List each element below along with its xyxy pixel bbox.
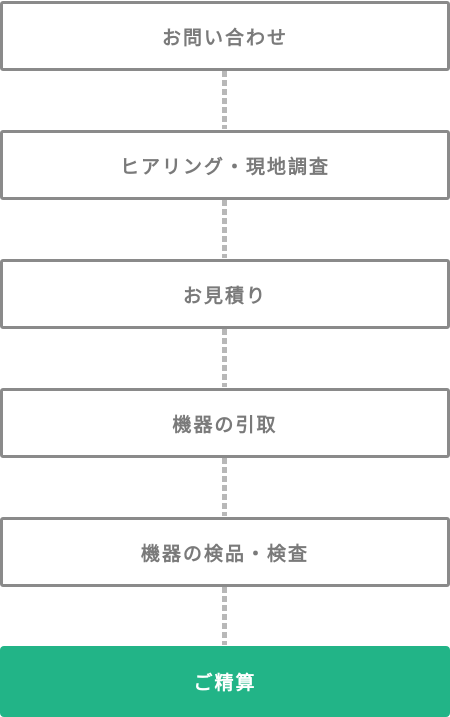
step-inspection: 機器の検品・検査 bbox=[0, 517, 450, 587]
step-connector bbox=[222, 200, 227, 258]
step-label: 機器の検品・検査 bbox=[140, 542, 309, 565]
step-label: お問い合わせ bbox=[161, 26, 288, 49]
step-label: ヒアリング・現地調査 bbox=[119, 155, 330, 178]
step-connector bbox=[222, 71, 227, 129]
step-settlement: ご精算 bbox=[0, 646, 450, 717]
step-label: ご精算 bbox=[193, 672, 257, 694]
step-equipment-pickup: 機器の引取 bbox=[0, 388, 450, 458]
step-hearing-survey: ヒアリング・現地調査 bbox=[0, 130, 450, 200]
step-connector bbox=[222, 329, 227, 387]
step-connector bbox=[222, 458, 227, 516]
step-estimate: お見積り bbox=[0, 259, 450, 329]
step-label: お見積り bbox=[182, 284, 267, 307]
step-label: 機器の引取 bbox=[172, 413, 278, 436]
step-inquiry: お問い合わせ bbox=[0, 1, 450, 71]
step-connector bbox=[222, 587, 227, 645]
